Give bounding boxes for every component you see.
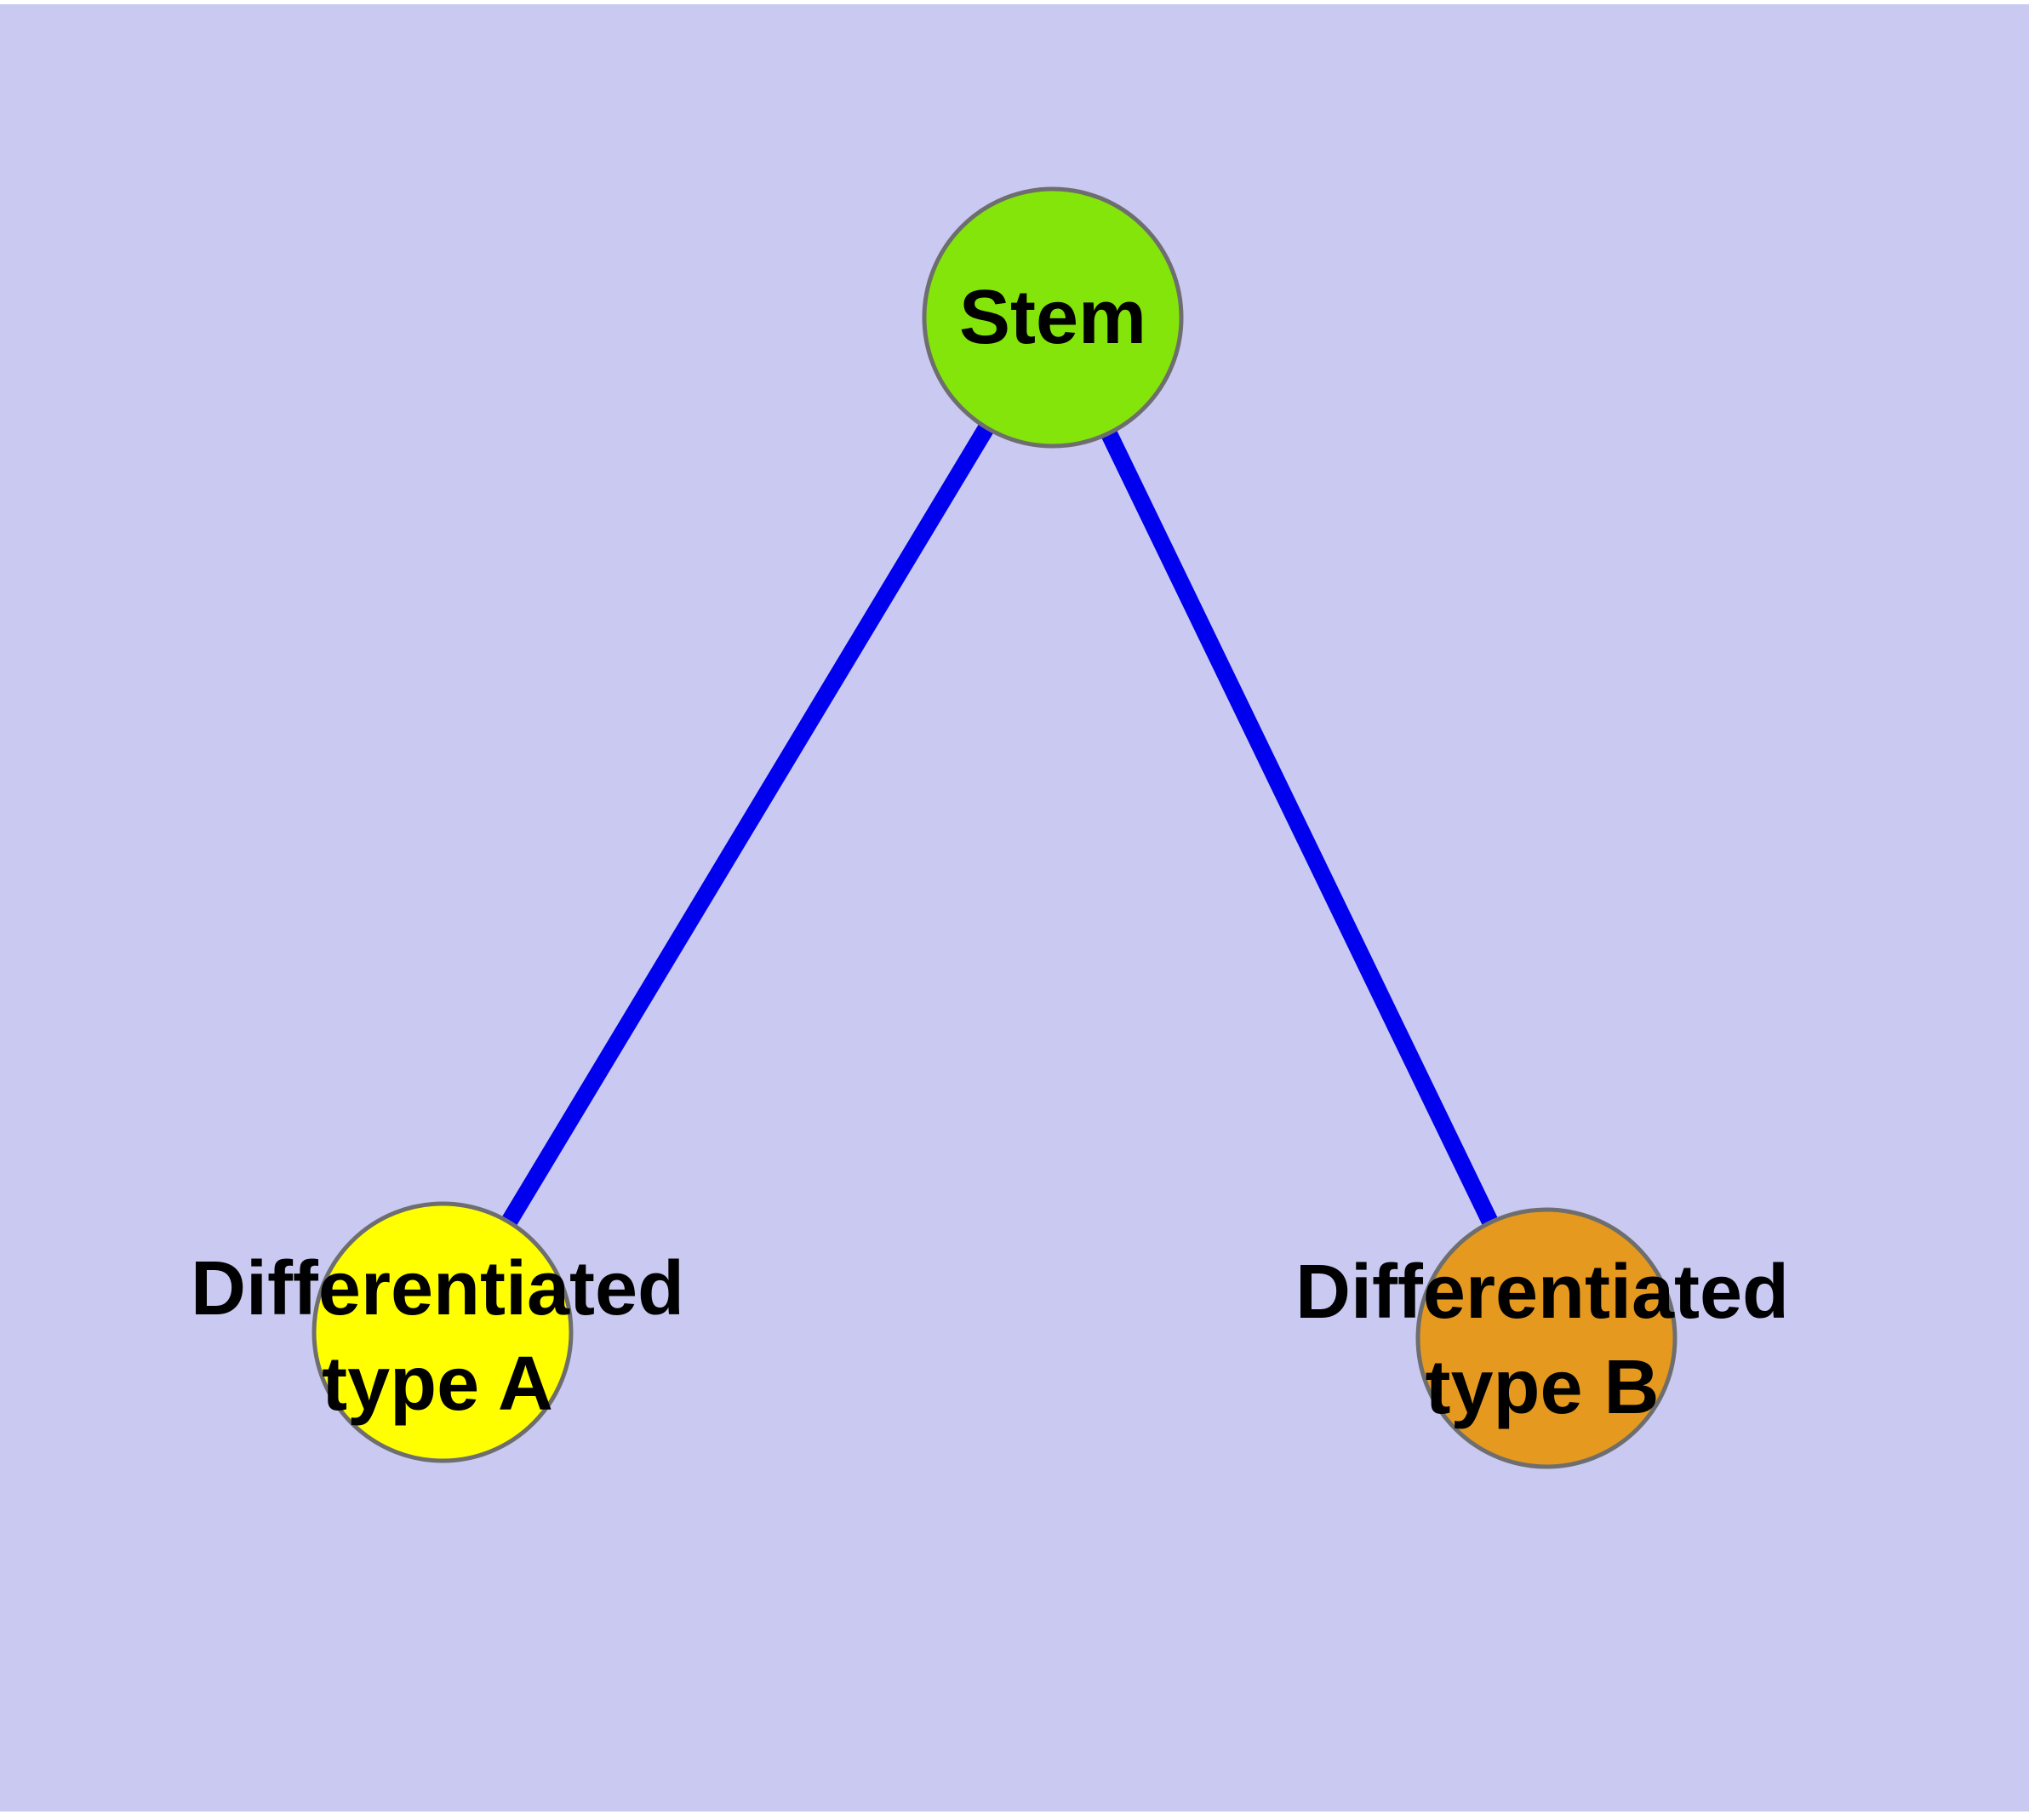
node-type-b-label-line1: Differentiated <box>1295 1250 1789 1335</box>
edge-stem-to-type-b <box>1044 313 1555 1342</box>
node-type-a-label-line1: Differentiated <box>191 1246 684 1331</box>
node-stem-label: Stem <box>959 275 1146 360</box>
node-type-b-label-line2: type B <box>1425 1345 1659 1430</box>
edge-stem-to-type-a <box>435 312 1060 1337</box>
node-differentiated-type-b <box>1415 1207 1677 1469</box>
node-type-a-label-line2: type A <box>322 1342 553 1427</box>
node-differentiated-type-a <box>311 1201 574 1463</box>
node-stem <box>922 186 1184 449</box>
